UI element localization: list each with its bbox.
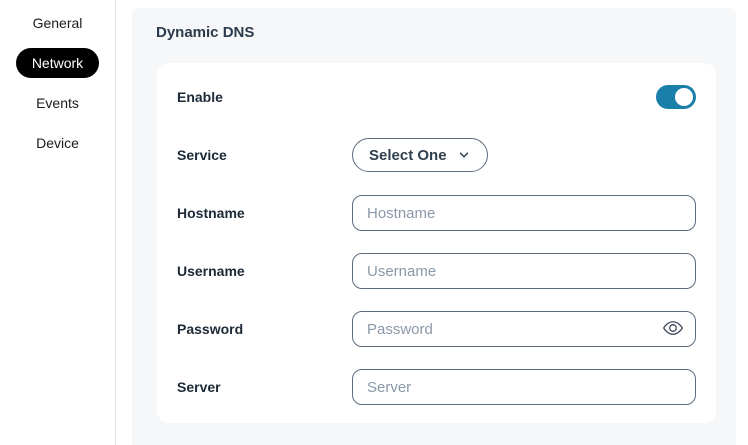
server-row: Server bbox=[177, 369, 696, 405]
password-row: Password bbox=[177, 311, 696, 347]
sidebar-item-network[interactable]: Network bbox=[15, 48, 100, 78]
service-select-value: Select One bbox=[369, 146, 447, 164]
server-input-wrap bbox=[352, 369, 696, 405]
dynamic-dns-card: Enable Service Select One Hostname bbox=[157, 63, 716, 423]
service-row: Service Select One bbox=[177, 137, 696, 173]
username-label: Username bbox=[177, 263, 245, 279]
toggle-knob bbox=[675, 88, 693, 106]
sidebar-item-device[interactable]: Device bbox=[36, 135, 79, 151]
server-label: Server bbox=[177, 379, 221, 395]
enable-label: Enable bbox=[177, 89, 223, 105]
network-settings-panel: Dynamic DNS Enable Service Select One bbox=[132, 8, 736, 445]
hostname-row: Hostname bbox=[177, 195, 696, 231]
toggle-password-visibility-button[interactable] bbox=[661, 317, 685, 341]
hostname-input-wrap bbox=[352, 195, 696, 231]
hostname-input[interactable] bbox=[352, 195, 696, 231]
settings-sidebar: General Network Events Device bbox=[0, 0, 116, 445]
username-input-wrap bbox=[352, 253, 696, 289]
enable-toggle[interactable] bbox=[656, 85, 696, 109]
username-row: Username bbox=[177, 253, 696, 289]
password-input[interactable] bbox=[352, 311, 696, 347]
password-input-wrap bbox=[352, 311, 696, 347]
username-input[interactable] bbox=[352, 253, 696, 289]
enable-row: Enable bbox=[177, 79, 696, 115]
password-label: Password bbox=[177, 321, 244, 337]
hostname-label: Hostname bbox=[177, 205, 245, 221]
eye-icon bbox=[662, 317, 684, 342]
service-label: Service bbox=[177, 147, 227, 163]
service-select[interactable]: Select One bbox=[352, 138, 488, 172]
server-input[interactable] bbox=[352, 369, 696, 405]
sidebar-item-general[interactable]: General bbox=[32, 15, 83, 31]
chevron-down-icon bbox=[457, 148, 471, 162]
sidebar-item-events[interactable]: Events bbox=[36, 95, 79, 111]
page-title: Dynamic DNS bbox=[156, 24, 255, 41]
